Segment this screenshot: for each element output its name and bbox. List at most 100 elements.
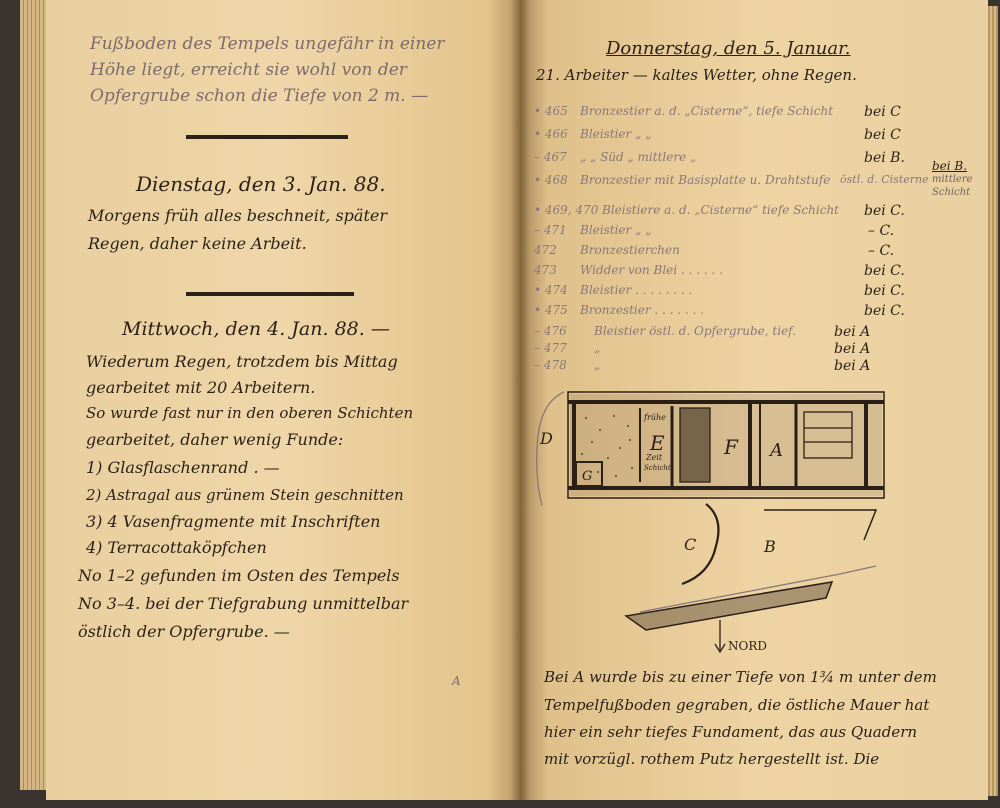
find-row: – 471 Bleistier „ „ – C. [534,223,954,243]
find-number: • 466 [534,127,568,141]
find-description: Bronzestierchen [580,243,680,257]
find-location: – C. [868,223,895,239]
pencil-mark: A [452,674,461,688]
find-location: bei C. [864,303,905,319]
margin-note-line: bei B. [932,159,968,173]
sketch-inner-note: Zeit [645,453,663,462]
find-number: – 478 [534,358,567,372]
entry-line: No 1–2 gefunden im Osten des Tempels [78,566,400,585]
margin-note: bei B. mittlere Schicht [932,160,986,199]
find-location: bei C [864,127,901,143]
entry-line: So wurde fast nur in den oberen Schichte… [86,404,414,422]
find-row: • 466 Bleistier „ „ bei C [534,127,954,147]
continued-line-2: Höhe liegt, erreicht sie wohl von der [90,60,407,80]
sketch-label-e: E [649,431,665,455]
find-row: 473 Widder von Blei . . . . . . bei C. [534,263,954,283]
find-number: • 474 [534,283,568,297]
entry-line: östlich der Opfergrube. — [78,622,290,641]
right-page: Donnerstag, den 5. Januar. 21. Arbeiter … [520,0,988,800]
entry-line: No 3–4. bei der Tiefgrabung unmittelbar [78,594,409,613]
find-location: bei C [864,104,901,120]
find-description: Bleistiere a. d. „Cisterne“ tiefe Schich… [602,203,839,217]
find-number: 472 [534,243,557,257]
sketch-label-a: A [768,440,783,461]
find-number: • 475 [534,303,568,317]
find-list-item: 3) 4 Vasenfragmente mit Inschriften [86,512,381,531]
margin-note-line: Schicht [932,187,971,198]
find-number: – 471 [534,223,567,237]
find-number: • 465 [534,104,568,118]
continued-line-3: Opfergrube schon die Tiefe von 2 m. — [90,86,429,106]
find-location: – C. [868,243,895,259]
entry-line: gearbeitet mit 20 Arbeitern. [86,378,316,397]
entry-heading-tuesday: Dienstag, den 3. Jan. 88. [136,172,386,196]
sketch-inner-note: frühe [643,413,666,422]
find-description: Widder von Blei . . . . . . [580,263,723,277]
find-location: bei B. [864,150,905,166]
entry-heading-wednesday: Mittwoch, den 4. Jan. 88. — [122,318,390,340]
entry-line: Bei A wurde bis zu einer Tiefe von 1¾ m … [544,668,937,686]
find-number: – 477 [534,341,567,355]
sketch-label-c: C [684,535,696,554]
find-location: bei C. [864,283,905,299]
entry-line: mit vorzügl. rothem Putz hergestellt ist… [544,750,880,768]
margin-note-line: mittlere [932,174,973,185]
north-arrow-label: NORD [728,639,767,653]
find-row: 472 Bronzestierchen – C. [534,243,954,263]
entry-line: Morgens früh alles beschneit, später [88,206,387,225]
entry-line: hier ein sehr tiefes Fundament, das aus … [544,723,918,741]
left-page-edges [20,0,48,790]
find-list-item: 4) Terracottaköpfchen [86,538,267,557]
find-row: – 476 Bleistier östl. d. Opfergrube, tief… [534,324,954,344]
find-row: • 465 Bronzestier a. d. „Cisterne“, tiefe… [534,104,954,124]
find-row: • 475 Bronzestier . . . . . . . bei C. [534,303,954,323]
sketch-label-d: D [539,429,553,448]
find-description: „ [594,358,601,372]
find-number: – 476 [534,324,567,338]
find-location: östl. d. Cisterne [840,173,929,186]
entry-line: Wiederum Regen, trotzdem bis Mittag [86,352,398,371]
find-row: • 468 Bronzestier mit Basisplatte u. Drah… [534,173,954,193]
continued-line-1: Fußboden des Tempels ungefähr in einer [90,34,445,54]
find-description: „ [594,341,601,355]
sketch-label-b: B [763,537,776,556]
sketch-inner-note: Schicht [644,464,671,472]
find-row: – 467 „ „ Süd „ mittlere „ bei B. [534,150,954,170]
left-page: Fußboden des Tempels ungefähr in einer H… [46,0,520,800]
entry-line: gearbeitet, daher wenig Funde: [86,430,344,449]
find-location: bei A [834,341,871,357]
find-number: – 467 [534,150,567,164]
find-description: Bleistier östl. d. Opfergrube, tief. [594,324,796,338]
find-description: Bronzestier a. d. „Cisterne“, tiefe Schi… [580,104,834,118]
find-list-item: 1) Glasflaschenrand . — [86,458,280,477]
find-description: Bleistier „ „ [580,127,652,141]
entry-line: Tempelfußboden gegraben, die östliche Ma… [544,696,930,714]
find-description: Bronzestier mit Basisplatte u. Drahtstuf… [580,173,831,187]
find-number: • 469, 470 [534,203,599,217]
entry-line: Regen, daher keine Arbeit. [88,234,307,253]
find-location: bei C. [864,263,905,279]
sketch-label-g: G [582,469,592,484]
find-location: bei C. [864,203,905,219]
divider-rule [186,292,354,296]
entry-subheading: 21. Arbeiter — kaltes Wetter, ohne Regen… [536,66,857,84]
find-number: 473 [534,263,557,277]
book-gutter [510,0,530,800]
find-number: • 468 [534,173,568,187]
find-location: bei A [834,358,871,374]
sketch-label-f: F [723,435,739,459]
find-location: bei A [834,324,871,340]
find-description: Bleistier „ „ [580,223,652,237]
find-description: „ „ Süd „ mittlere „ [580,150,697,164]
divider-rule [186,135,348,139]
find-description: Bronzestier . . . . . . . [580,303,704,317]
entry-heading-thursday: Donnerstag, den 5. Januar. [606,38,851,59]
find-row: – 478 „ bei A [534,358,954,378]
find-row: – 477 „ bei A [534,341,954,361]
find-description: Bleistier . . . . . . . . [580,283,693,297]
find-list-item: 2) Astragal aus grünem Stein geschnitten [86,486,404,504]
find-row: • 474 Bleistier . . . . . . . . bei C. [534,283,954,303]
excavation-plan-sketch: D E F A G C B frühe Zeit Schicht NORD [536,391,885,654]
